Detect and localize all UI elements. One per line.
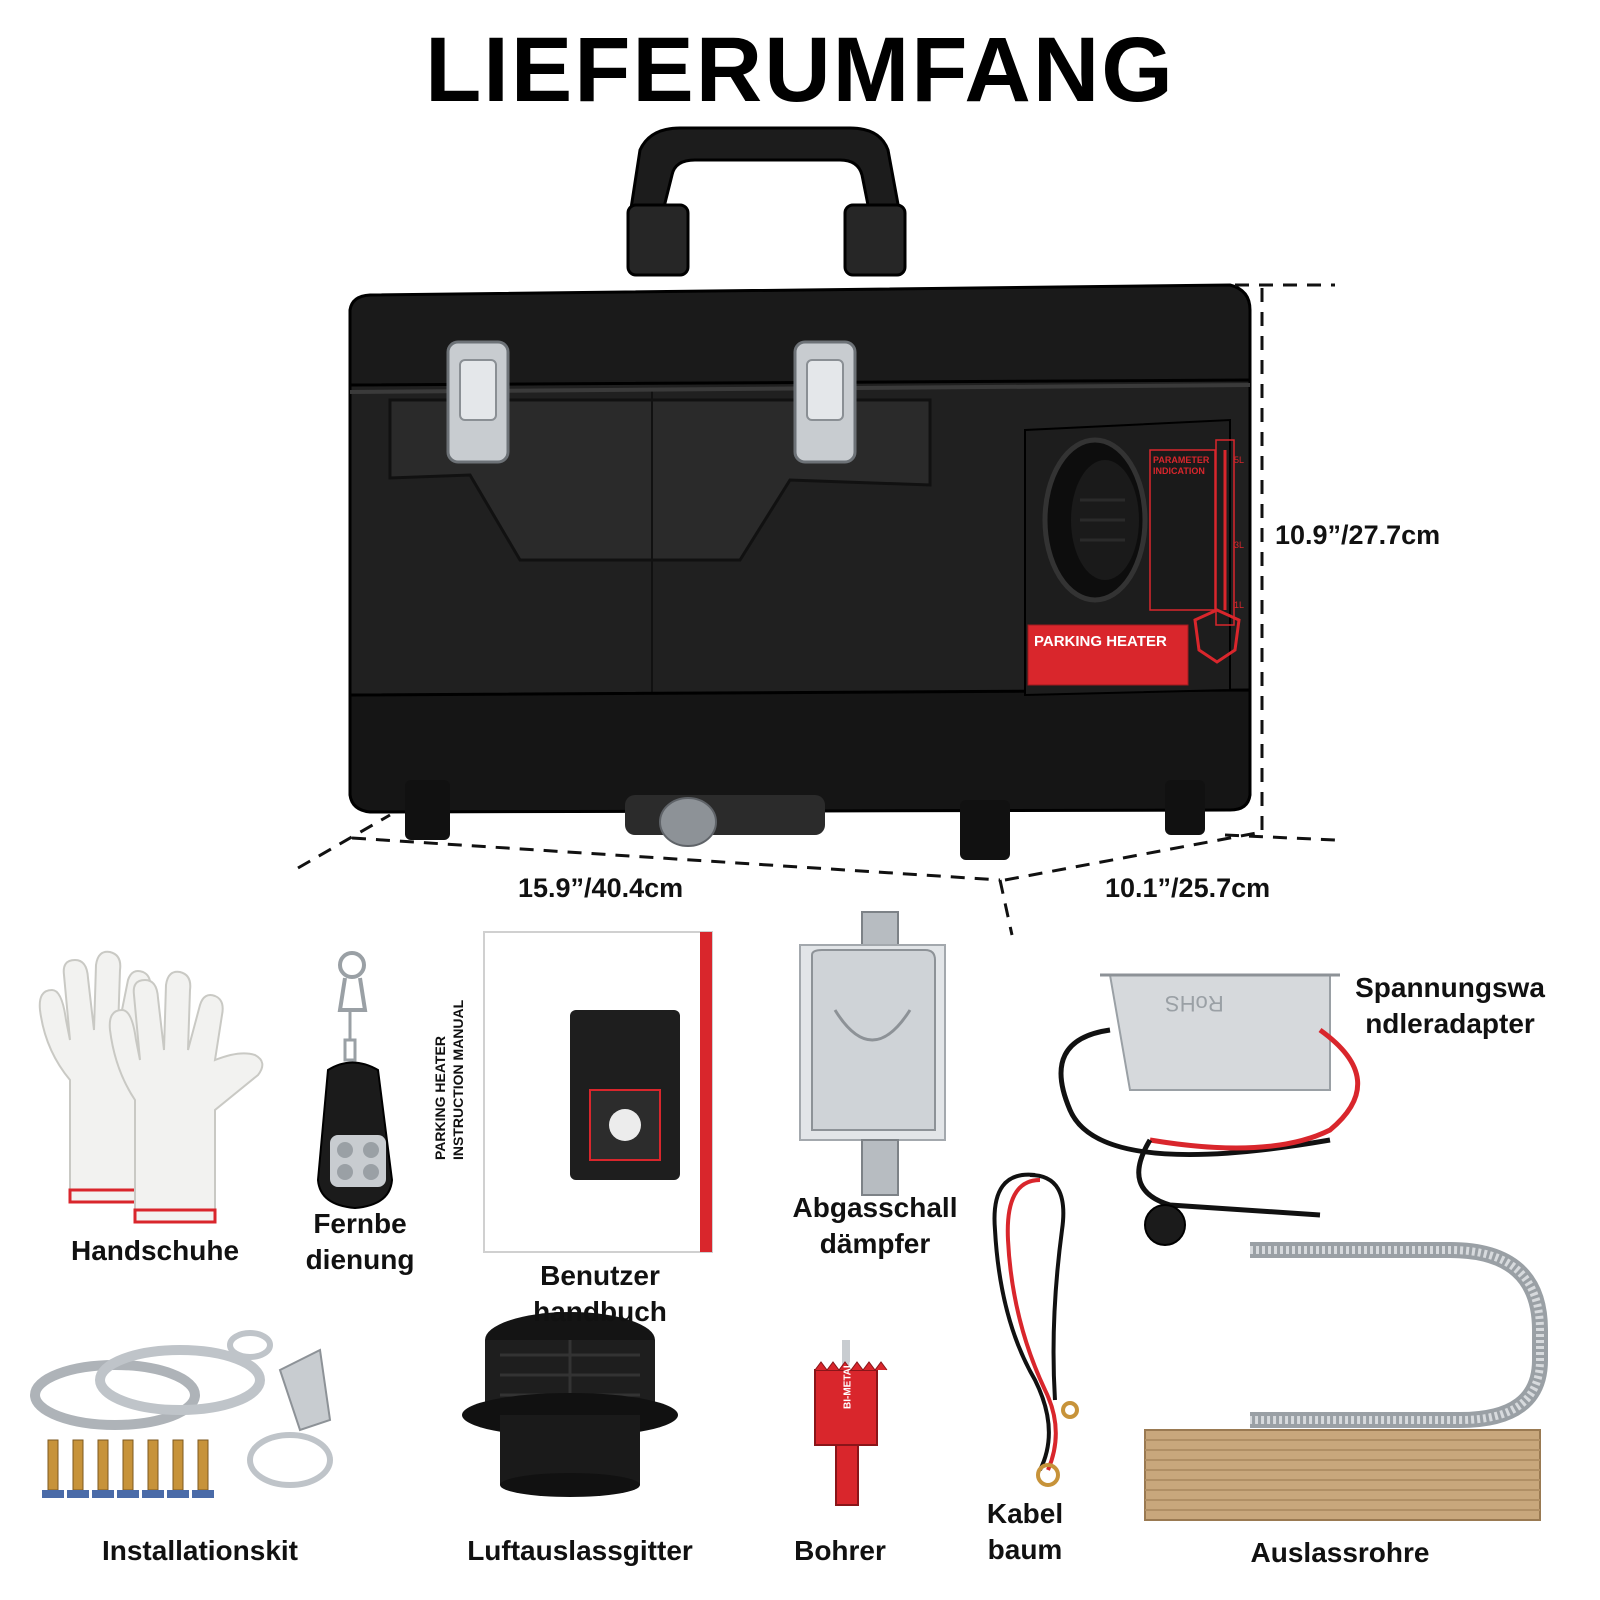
- installation-kit-icon: [30, 1330, 333, 1498]
- label-bohrer: Bohrer: [794, 1535, 886, 1566]
- parameter-panel-title: PARAMETER INDICATION: [1153, 455, 1210, 476]
- latch-right: [793, 340, 857, 464]
- dimension-height: 10.9”/27.7cm: [1275, 520, 1441, 550]
- label-abgasschalldaempfer: Abgasschall dämpfer: [792, 1192, 958, 1259]
- scale-mark-3l: 3L: [1234, 540, 1245, 550]
- gloves-icon: [38, 950, 264, 1224]
- label-installationskit: Installationskit: [101, 1535, 299, 1566]
- dimension-lines: [297, 283, 1336, 936]
- label-luftauslassgitter: Luftauslassgitter: [467, 1535, 693, 1566]
- drill-bit-icon: [814, 1340, 888, 1506]
- remote-control-icon: [316, 951, 394, 1210]
- air-outlet-port: [1042, 437, 1148, 603]
- latch-left: [446, 340, 510, 464]
- manual-cover-line2: INSTRUCTION MANUAL: [450, 999, 466, 1160]
- scale-mark-1l: 1L: [1234, 600, 1245, 610]
- label-spannungswandleradapter: Spannungswa ndleradapter: [1355, 972, 1545, 1039]
- page-title: LIEFERUMFANG: [425, 19, 1175, 121]
- instruction-manual-icon: [483, 931, 713, 1253]
- dimension-depth: 10.1”/25.7cm: [1105, 873, 1271, 903]
- label-kabelbaum: Kabel baum: [986, 1498, 1064, 1565]
- adapter-rohs-print: RoHS: [1165, 991, 1224, 1016]
- label-auslassrohre: Auslassrohre: [1250, 1537, 1430, 1568]
- parking-heater-brand-label: PARKING HEATER: [1034, 633, 1167, 650]
- dimension-width: 15.9”/40.4cm: [518, 873, 684, 903]
- exhaust-pipes-icon: [1144, 1242, 1548, 1521]
- wiring-harness-icon: [992, 1172, 1079, 1487]
- drill-bimetal-print: BI-METAL: [842, 1361, 854, 1410]
- manual-cover-line1: PARKING HEATER: [432, 1036, 448, 1160]
- scale-mark-5l: 5L: [1234, 455, 1245, 465]
- label-handschuhe: Handschuhe: [70, 1235, 240, 1266]
- label-benutzerhandbuch: Benutzer handbuch: [533, 1260, 667, 1327]
- label-fernbedienung: Fernbe dienung: [305, 1208, 415, 1275]
- carry-handle: [626, 126, 907, 277]
- exhaust-muffler-icon: [799, 911, 946, 1196]
- air-outlet-grille-icon: [462, 1312, 678, 1497]
- power-adapter-icon: [1058, 973, 1360, 1246]
